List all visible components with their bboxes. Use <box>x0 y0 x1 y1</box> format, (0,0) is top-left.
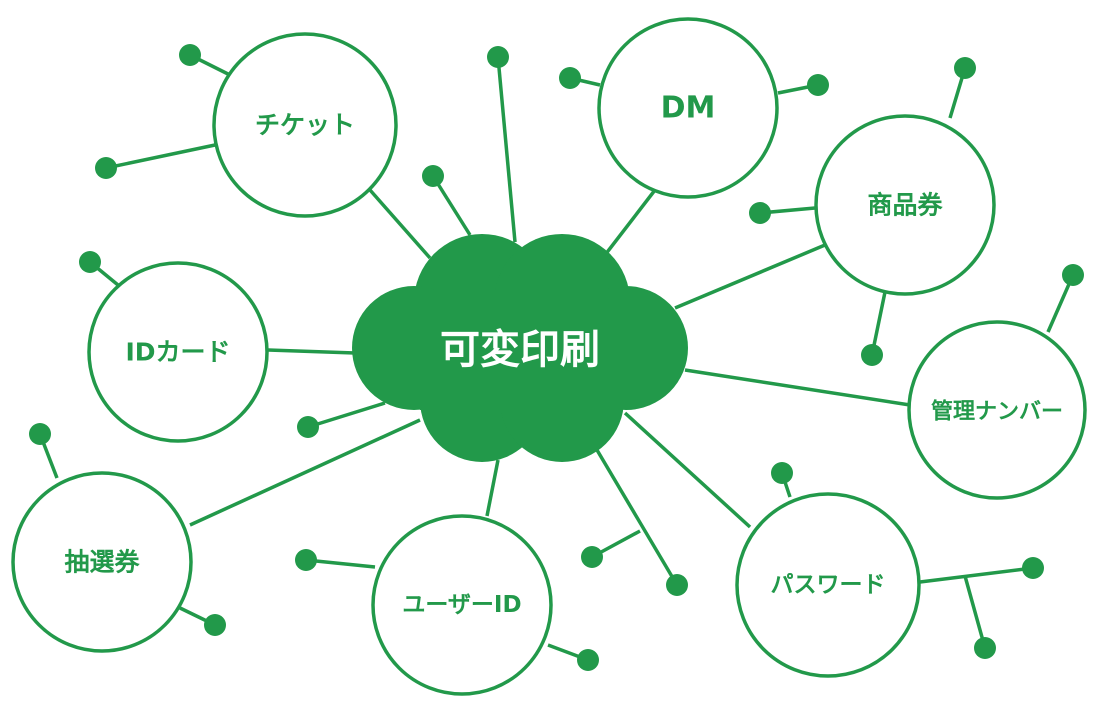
node-control-number: 管理ナンバー <box>907 320 1087 500</box>
node-user-id: ユーザーID <box>371 514 553 696</box>
node-label: 商品券 <box>867 191 943 220</box>
node-id-card: IDカード <box>87 261 269 443</box>
center-label: 可変印刷 <box>440 327 600 373</box>
node-label: DM <box>661 91 716 126</box>
endpoint-dots <box>29 44 1084 671</box>
node-label: パスワード <box>771 572 886 598</box>
node-dm: DM <box>597 17 779 199</box>
node-label: IDカード <box>125 338 230 367</box>
node-label: 管理ナンバー <box>931 399 1063 425</box>
node-label: チケット <box>255 111 355 140</box>
center-cloud: 可変印刷 <box>352 234 688 462</box>
node-label: 抽選券 <box>64 548 140 577</box>
node-password: パスワード <box>735 492 921 678</box>
node-ticket: チケット <box>212 32 398 218</box>
node-label: ユーザーID <box>402 592 521 618</box>
node-lottery-ticket: 抽選券 <box>11 471 193 653</box>
node-gift-voucher: 商品券 <box>814 114 996 296</box>
